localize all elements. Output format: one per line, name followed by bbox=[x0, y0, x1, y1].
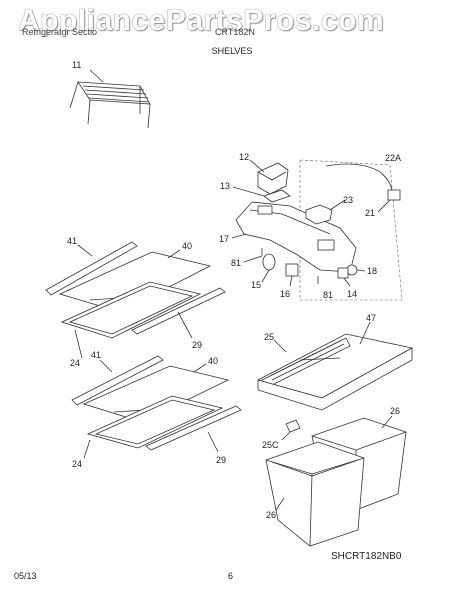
header-left-text: Refrigerator Sectio bbox=[22, 27, 98, 37]
crisper-drawers bbox=[265, 417, 407, 547]
wire-rack-part bbox=[69, 81, 151, 129]
callout-16: 16 bbox=[280, 289, 290, 299]
callout-29b: 29 bbox=[216, 455, 226, 465]
callout-81a: 81 bbox=[231, 258, 241, 268]
callout-25: 25 bbox=[264, 332, 274, 342]
callout-26b: 26 bbox=[266, 510, 276, 520]
callout-40b: 40 bbox=[208, 356, 218, 366]
watermark: AppliancePartsPros.com bbox=[18, 4, 385, 37]
callout-23: 23 bbox=[343, 195, 353, 205]
callout-40a: 40 bbox=[182, 241, 192, 251]
callout-47: 47 bbox=[366, 313, 376, 323]
callout-24b: 24 bbox=[72, 459, 82, 469]
upper-glass-shelf-assembly bbox=[45, 241, 226, 339]
callout-81b: 81 bbox=[323, 290, 333, 300]
callout-41a: 41 bbox=[67, 236, 77, 246]
callout-24a: 24 bbox=[70, 358, 80, 368]
callout-26a: 26 bbox=[390, 406, 400, 416]
crisper-cover-assembly bbox=[256, 333, 414, 433]
callout-29a: 29 bbox=[192, 340, 202, 350]
crisper-cover-support-assembly bbox=[235, 159, 403, 301]
model-code: SHCRT182NB0 bbox=[331, 551, 402, 562]
header-model: CRT182N bbox=[215, 27, 255, 37]
callout-17: 17 bbox=[219, 234, 229, 244]
footer-date: 05/13 bbox=[14, 571, 37, 581]
callout-12: 12 bbox=[239, 152, 249, 162]
callout-11: 11 bbox=[72, 60, 81, 70]
lower-glass-shelf-assembly bbox=[71, 355, 242, 451]
callout-25c: 25C bbox=[262, 440, 279, 450]
section-title: SHELVES bbox=[211, 46, 253, 56]
callout-21: 21 bbox=[365, 208, 375, 218]
callout-41b: 41 bbox=[91, 350, 101, 360]
footer-page-number: 6 bbox=[228, 571, 234, 581]
callout-22a: 22A bbox=[385, 153, 401, 163]
callout-18: 18 bbox=[367, 266, 377, 276]
callout-15: 15 bbox=[251, 280, 261, 290]
callout-13: 13 bbox=[220, 181, 230, 191]
callout-14: 14 bbox=[347, 289, 357, 299]
